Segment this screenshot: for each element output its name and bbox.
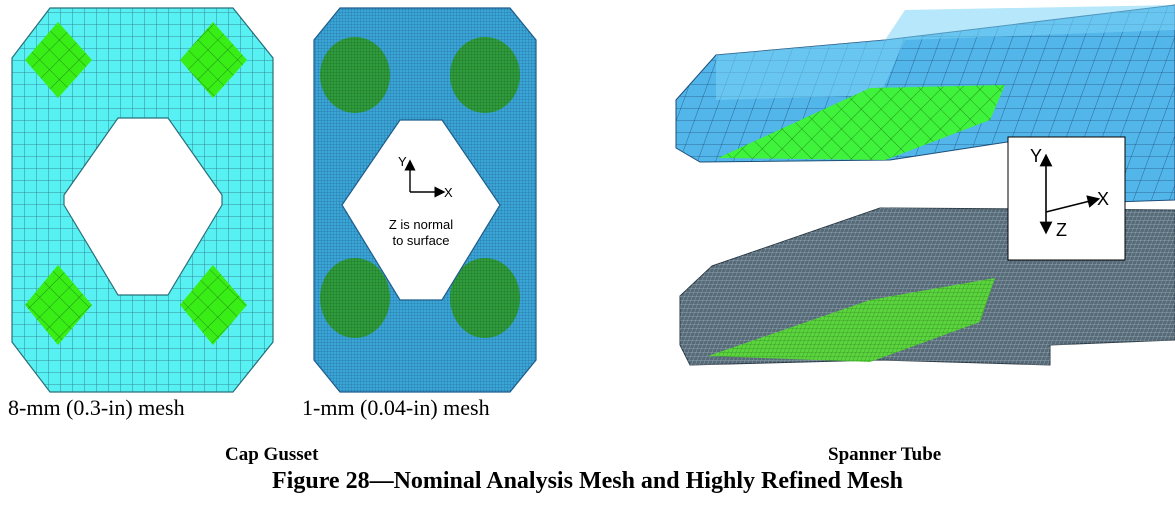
figure-caption: Figure 28—Nominal Analysis Mesh and High… bbox=[272, 468, 903, 494]
upper-tube-top-face bbox=[716, 5, 1175, 100]
fine-mesh-label: 1-mm (0.04-in) mesh bbox=[302, 395, 490, 420]
tube-axis-x-arrow bbox=[1045, 195, 1101, 213]
lower-tube-weld-grid bbox=[708, 278, 995, 362]
spanner-tube-title: Spanner Tube bbox=[828, 444, 942, 465]
tube-axis-y-label: Y bbox=[1030, 146, 1042, 166]
spanner-tube-model: Y X Z bbox=[675, 4, 1175, 366]
tube-axis-box bbox=[1007, 136, 1126, 261]
fine-weld-bottom-left-grid bbox=[320, 258, 390, 338]
tube-axis-z-label: Z bbox=[1056, 220, 1067, 240]
fine-weld-bottom-right-grid bbox=[450, 258, 520, 338]
fine-note-line1: Z is normal bbox=[389, 217, 453, 232]
fine-note-line2: to surface bbox=[392, 233, 449, 248]
coarse-weld-bottom-left-grid bbox=[25, 265, 92, 345]
fine-axis-x-label: X bbox=[444, 185, 453, 200]
coarse-mesh-label: 8-mm (0.3-in) mesh bbox=[8, 395, 185, 420]
fine-weld-top-right-grid bbox=[450, 37, 520, 113]
cap-gusset-title: Cap Gusset bbox=[225, 444, 319, 465]
upper-tube-weld-grid bbox=[718, 85, 1005, 160]
coarse-weld-top-right-grid bbox=[180, 22, 247, 98]
fine-weld-top-left-grid bbox=[320, 37, 390, 113]
fine-axis-y-label: Y bbox=[398, 154, 407, 169]
coarse-gusset-mesh bbox=[11, 7, 274, 393]
coarse-weld-top-left-grid bbox=[25, 22, 92, 98]
coarse-weld-bottom-right-grid bbox=[180, 265, 247, 345]
fine-gusset-cutout bbox=[341, 119, 501, 301]
tube-axis-x-label: X bbox=[1097, 189, 1109, 209]
coarse-gusset-cutout bbox=[63, 117, 223, 296]
fine-gusset-mesh: Y X Z is normal to surface bbox=[313, 7, 537, 393]
